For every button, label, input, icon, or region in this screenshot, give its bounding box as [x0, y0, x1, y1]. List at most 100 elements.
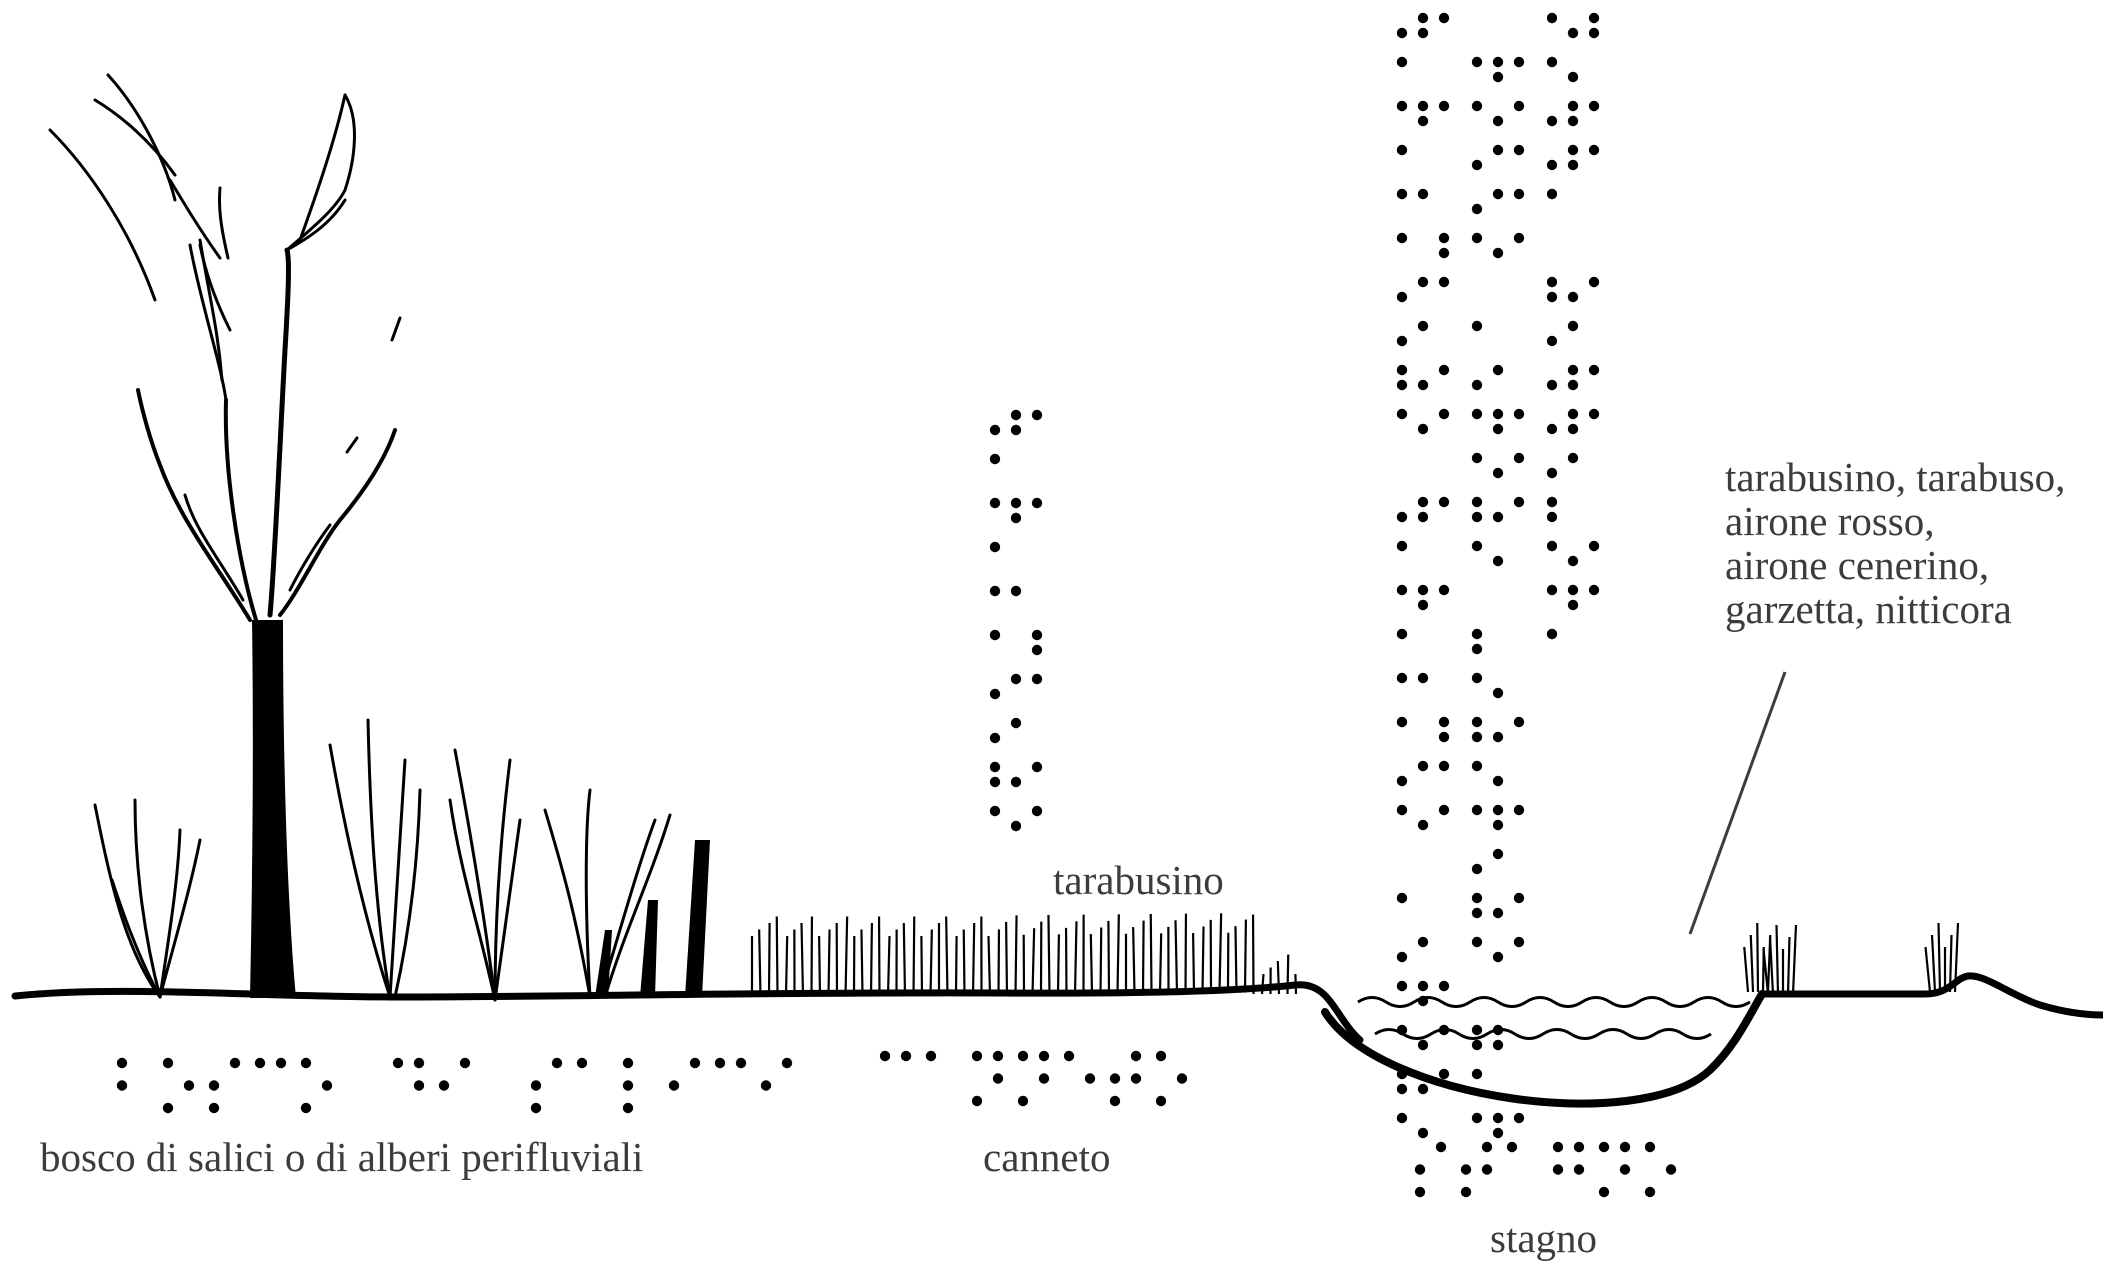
- braille-dot: [1547, 57, 1557, 67]
- braille-dot: [1439, 805, 1449, 815]
- braille-dot: [1439, 761, 1449, 771]
- braille-dot: [1472, 409, 1482, 419]
- braille-dot: [1574, 1142, 1584, 1152]
- braille-dot: [1568, 365, 1578, 375]
- braille-dot: [1472, 644, 1482, 654]
- braille-dot: [1589, 101, 1599, 111]
- braille-dot: [1110, 1096, 1120, 1106]
- braille-dot: [1547, 13, 1557, 23]
- braille-dot: [414, 1080, 424, 1090]
- reed-stem: [1744, 947, 1748, 992]
- braille-dot: [1514, 805, 1524, 815]
- braille-dot: [1589, 28, 1599, 38]
- species-pointer-line: [1690, 672, 1785, 934]
- braille-dot: [1568, 292, 1578, 302]
- braille-dot: [1493, 57, 1503, 67]
- braille-dot: [1397, 233, 1407, 243]
- braille-dot: [1547, 189, 1557, 199]
- reed-stem: [1151, 914, 1152, 994]
- braille-dot: [1514, 189, 1524, 199]
- willow-tree: [50, 75, 400, 998]
- reed-stem: [1101, 927, 1102, 994]
- braille-dot: [1507, 1142, 1517, 1152]
- braille-dot: [1568, 380, 1578, 390]
- braille-dot: [990, 689, 1000, 699]
- braille-dot: [1568, 424, 1578, 434]
- braille-dot: [1547, 336, 1557, 346]
- braille-dot: [117, 1080, 127, 1090]
- reed-stem: [1133, 927, 1134, 994]
- braille-dot: [209, 1080, 219, 1090]
- reed-stem: [1058, 934, 1059, 994]
- braille-dot: [623, 1080, 633, 1090]
- reed-stem: [904, 923, 905, 996]
- braille-dot: [1645, 1142, 1655, 1152]
- braille-dot: [552, 1058, 562, 1068]
- braille-dot: [1472, 380, 1482, 390]
- braille-dot: [1439, 13, 1449, 23]
- braille-dot: [1418, 996, 1428, 1006]
- braille-dot: [993, 1073, 1003, 1083]
- braille-dot: [1177, 1073, 1187, 1083]
- braille-dot: [1514, 145, 1524, 155]
- braille-dot: [1397, 717, 1407, 727]
- braille-dot: [255, 1058, 265, 1068]
- braille-dot: [1568, 453, 1578, 463]
- braille-dot: [1493, 1025, 1503, 1035]
- braille-dot: [1439, 365, 1449, 375]
- braille-dot: [1620, 1164, 1630, 1174]
- braille-dot: [1131, 1073, 1141, 1083]
- braille-dot: [1397, 1025, 1407, 1035]
- braille-dot: [990, 586, 1000, 596]
- reed-stem: [759, 930, 760, 997]
- braille-dot: [414, 1058, 424, 1068]
- reed-stem: [1245, 920, 1246, 993]
- braille-dot: [209, 1103, 219, 1113]
- braille-dot: [1472, 101, 1482, 111]
- braille-dot: [1547, 585, 1557, 595]
- reed-stem: [914, 917, 915, 997]
- reed-stem: [1176, 920, 1178, 993]
- braille-dot: [1472, 541, 1482, 551]
- braille-dot: [1418, 116, 1428, 126]
- reed-stem: [1118, 914, 1119, 994]
- reed-stem: [989, 936, 991, 996]
- braille-dot: [301, 1058, 311, 1068]
- braille-dot: [1589, 277, 1599, 287]
- braille-dot: [1439, 277, 1449, 287]
- reed-stem: [1220, 913, 1222, 993]
- braille-dot: [972, 1096, 982, 1106]
- reed-stem: [1033, 928, 1035, 995]
- braille-dot: [1568, 409, 1578, 419]
- braille-dot: [1568, 160, 1578, 170]
- braille-dot: [1418, 101, 1428, 111]
- reed-stem: [1777, 925, 1779, 994]
- reed-stem: [946, 917, 947, 997]
- braille-dot: [1553, 1142, 1563, 1152]
- braille-dot: [1397, 981, 1407, 991]
- species-list: tarabusino, tarabuso, airone rosso, airo…: [1725, 455, 2065, 631]
- braille-dot: [1547, 380, 1557, 390]
- braille-dot: [990, 425, 1000, 435]
- braille-dot: [990, 542, 1000, 552]
- braille-dot: [990, 498, 1000, 508]
- braille-dot: [1514, 893, 1524, 903]
- braille-dot: [623, 1103, 633, 1113]
- braille-dot: [1418, 1040, 1428, 1050]
- braille-dot: [1439, 497, 1449, 507]
- braille-dot: [1397, 189, 1407, 199]
- reed-stem: [769, 923, 770, 996]
- braille-dot: [1032, 645, 1042, 655]
- braille-dot: [1493, 688, 1503, 698]
- braille-dot: [1493, 820, 1503, 830]
- braille-dot: [1418, 600, 1428, 610]
- braille-dot: [1415, 1164, 1425, 1174]
- braille-dot: [1472, 1025, 1482, 1035]
- braille-dot: [1064, 1051, 1074, 1061]
- label-canneto: canneto: [983, 1137, 1110, 1178]
- braille-dot: [1156, 1096, 1166, 1106]
- braille-dot: [1418, 13, 1428, 23]
- reed-stem: [1932, 935, 1935, 992]
- braille-dot: [990, 777, 1000, 787]
- braille-canneto: [880, 1051, 1187, 1106]
